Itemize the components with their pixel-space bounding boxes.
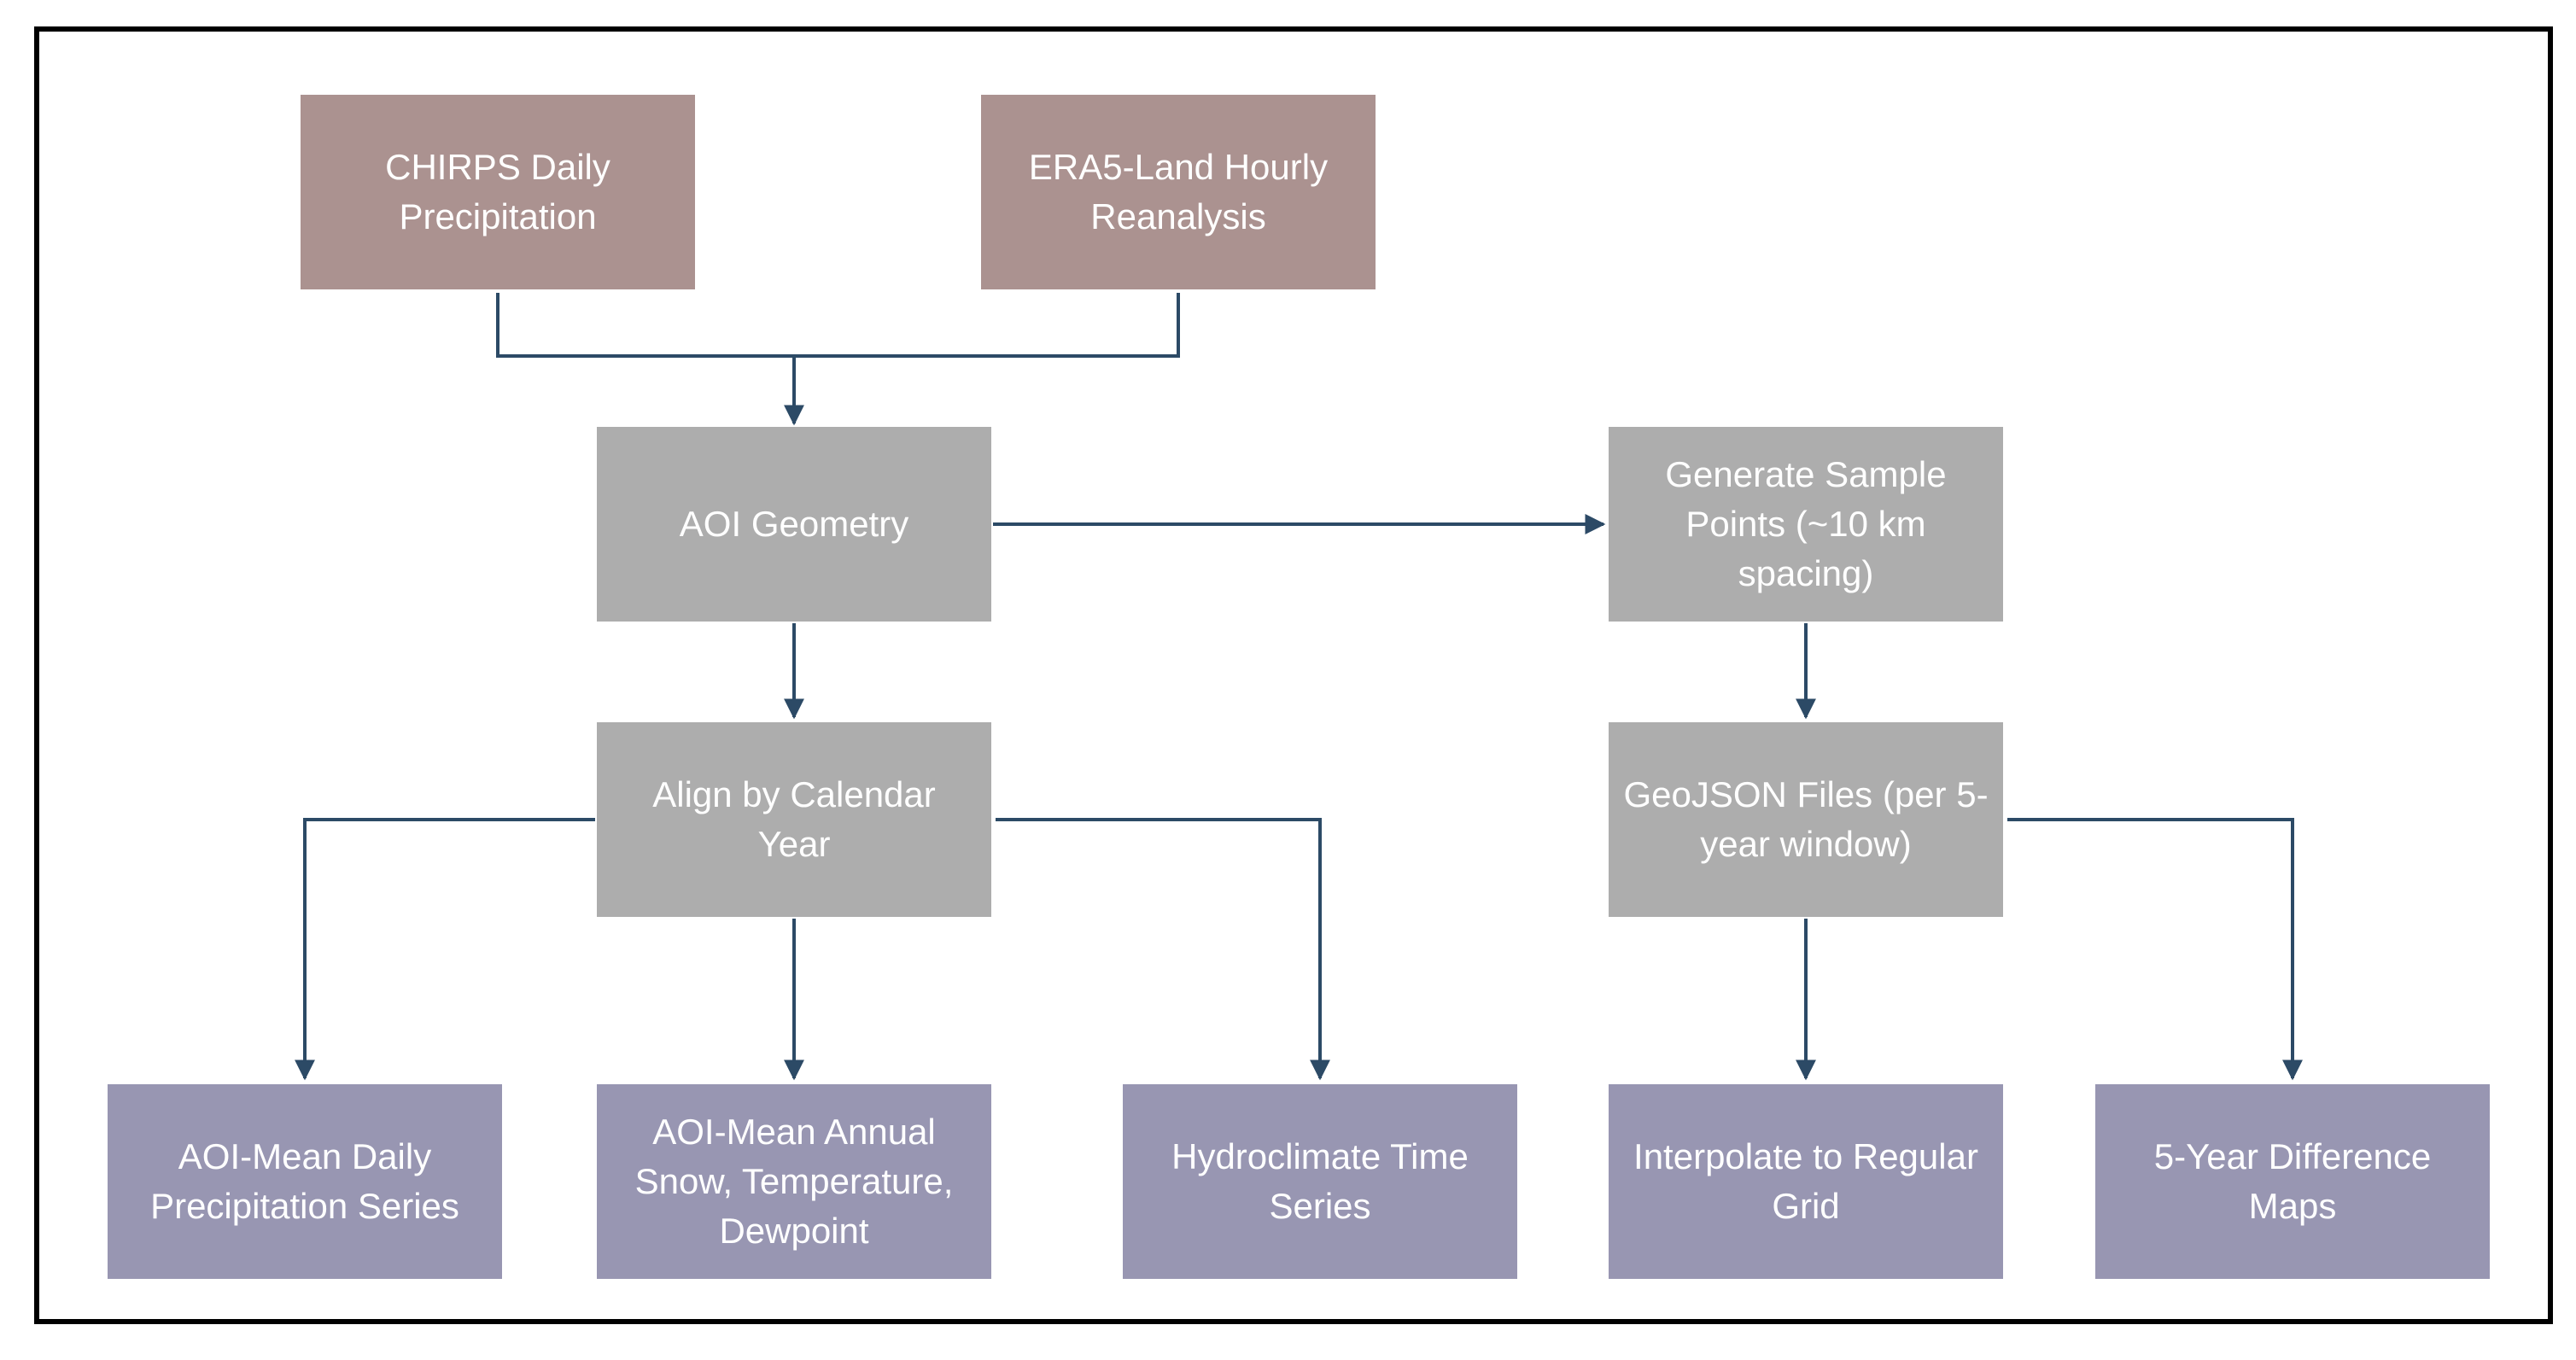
node-era5: ERA5-Land Hourly Reanalysis: [981, 95, 1376, 289]
node-aoi-annual: AOI-Mean Annual Snow, Temperature, Dewpo…: [597, 1084, 991, 1279]
node-chirps-label: CHIRPS Daily Precipitation: [385, 147, 610, 236]
node-aoi-geometry-label: AOI Geometry: [679, 504, 909, 545]
node-generate-points-label: Generate Sample Points (~10 km spacing): [1665, 454, 1947, 593]
node-hydroclimate-label: Hydroclimate Time Series: [1171, 1136, 1469, 1226]
edge-sources-to-aoi: [496, 293, 1180, 423]
node-align-year: Align by Calendar Year: [597, 722, 991, 917]
node-hydroclimate: Hydroclimate Time Series: [1123, 1084, 1517, 1279]
node-geojson-label: GeoJSON Files (per 5-year window): [1623, 774, 1989, 864]
node-chirps: CHIRPS Daily Precipitation: [301, 95, 695, 289]
node-aoi-daily-precip: AOI-Mean Daily Precipitation Series: [108, 1084, 502, 1279]
node-geojson: GeoJSON Files (per 5-year window): [1609, 722, 2003, 917]
node-generate-points: Generate Sample Points (~10 km spacing): [1609, 427, 2003, 622]
edge-align-to-daily: [295, 818, 595, 1081]
node-difference-maps: 5-Year Difference Maps: [2095, 1084, 2490, 1279]
edge-geojson-to-diff: [2007, 818, 2303, 1081]
node-difference-maps-label: 5-Year Difference Maps: [2153, 1136, 2432, 1226]
node-interpolate: Interpolate to Regular Grid: [1609, 1084, 2003, 1279]
node-aoi-geometry: AOI Geometry: [597, 427, 991, 622]
node-align-year-label: Align by Calendar Year: [652, 774, 936, 864]
node-aoi-daily-precip-label: AOI-Mean Daily Precipitation Series: [150, 1136, 459, 1226]
node-aoi-annual-label: AOI-Mean Annual Snow, Temperature, Dewpo…: [634, 1112, 954, 1251]
edge-align-to-hydro: [996, 818, 1330, 1081]
node-era5-label: ERA5-Land Hourly Reanalysis: [1028, 147, 1329, 236]
node-interpolate-label: Interpolate to Regular Grid: [1633, 1136, 1978, 1226]
